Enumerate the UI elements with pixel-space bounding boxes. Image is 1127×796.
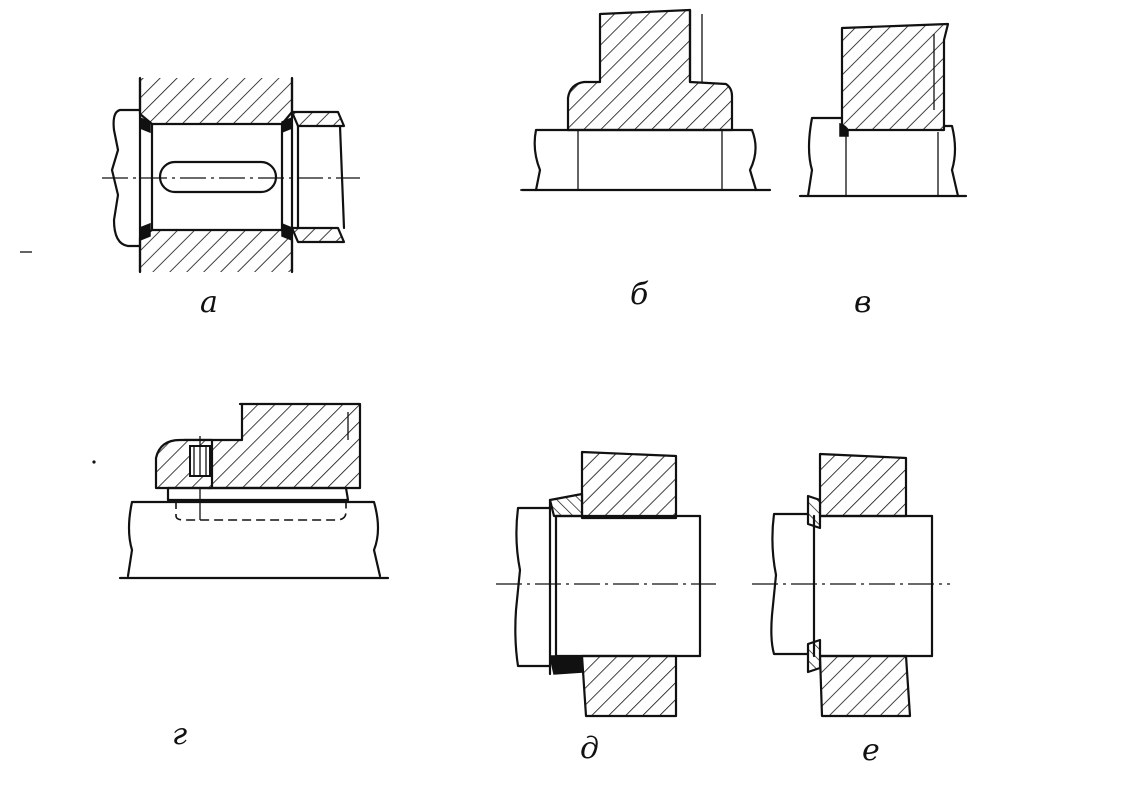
d-collar-top <box>548 492 584 518</box>
figure-v <box>798 22 968 198</box>
d-housing-top <box>580 450 678 520</box>
a-key-slot <box>158 160 278 194</box>
figure-b <box>520 8 772 192</box>
figure-g <box>118 402 390 580</box>
label-a: а <box>200 285 218 320</box>
label-g: г <box>172 717 187 752</box>
figure-e <box>752 452 950 718</box>
a-hub-bottom <box>290 226 346 244</box>
e-housing-top <box>818 452 908 518</box>
a-hub-top <box>290 110 346 128</box>
d-housing-bottom <box>580 654 678 718</box>
e-housing-bottom <box>818 654 912 718</box>
figure-a <box>102 76 360 274</box>
b-hub <box>566 8 734 132</box>
a-housing-top <box>138 78 294 126</box>
v-hub <box>840 22 950 132</box>
figure-d <box>496 450 716 718</box>
label-v: в <box>854 285 871 320</box>
a-housing-bottom <box>138 228 294 272</box>
label-d: д <box>580 731 599 766</box>
label-e: е <box>862 733 880 768</box>
label-b: б <box>630 277 649 312</box>
